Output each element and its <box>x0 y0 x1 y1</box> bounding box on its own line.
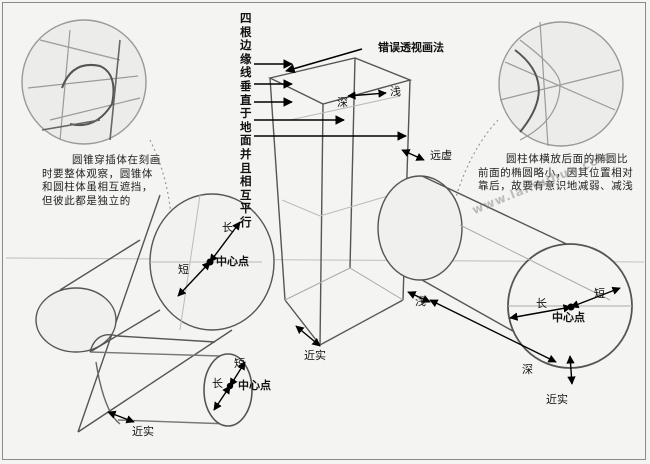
small-cyl-center-label: 中心点 <box>238 379 271 392</box>
cone-short-arrow <box>177 261 211 297</box>
cone-long-arrow <box>209 221 241 263</box>
left-note: 圆锥穿插体在刻画时要整体观察，圆锥体和圆柱体虽相互遮挡，但彼此都是独立的 <box>42 154 161 207</box>
deep-label-top: 深 <box>337 96 348 109</box>
right-short-arrow <box>570 286 621 309</box>
bottom-near-arrow <box>107 410 135 424</box>
zoom-circle-left <box>21 19 147 145</box>
far-virtual-label: 远虚 <box>430 149 452 162</box>
small-cyl-long-arrow <box>213 385 231 411</box>
page-border <box>2 2 646 460</box>
right-near-arrow <box>566 355 576 385</box>
shallow-right-arrow <box>407 291 431 303</box>
shallow-label-top: 浅 <box>390 85 401 98</box>
bottom-near-solid-label: 近实 <box>132 425 154 438</box>
far-arrow <box>401 149 425 161</box>
cone-short-label: 短 <box>178 263 189 276</box>
right-note: 圆柱体横放后面的椭圆比前面的椭圆略小，因其位置相对靠后，故要有意识地减弱、减浅 <box>478 153 634 192</box>
deep-right-label: 深 <box>522 363 533 376</box>
vertical-edge-note: 四根边缘线垂直于地面并且相互平行 <box>240 11 252 229</box>
right-depth-arrow <box>429 299 557 363</box>
rectangular-prism <box>267 57 413 346</box>
small-cyl-short-arrow <box>229 361 246 387</box>
box-near-arrow <box>295 325 321 347</box>
horizontal-cylinder-left <box>35 239 161 353</box>
zoom-circle-right <box>498 21 624 147</box>
wrong-perspective-arrow <box>285 48 363 74</box>
shallow-right-label: 浅 <box>415 295 426 308</box>
cone-center-label: 中心点 <box>216 255 249 268</box>
right-short-label: 短 <box>594 287 605 300</box>
wrong-perspective-label: 错误透视画法 <box>378 41 444 54</box>
right-center-label: 中心点 <box>552 311 585 324</box>
small-cyl-long-label: 长 <box>212 377 223 390</box>
deep-shallow-arrow <box>347 89 387 100</box>
box-near-solid-label: 近实 <box>304 349 326 362</box>
right-long-label: 长 <box>536 297 547 310</box>
small-cylinder <box>89 334 253 427</box>
small-cyl-short-label: 短 <box>234 357 245 370</box>
right-near-solid-label: 近实 <box>546 393 568 406</box>
cone-long-label: 长 <box>222 221 233 234</box>
